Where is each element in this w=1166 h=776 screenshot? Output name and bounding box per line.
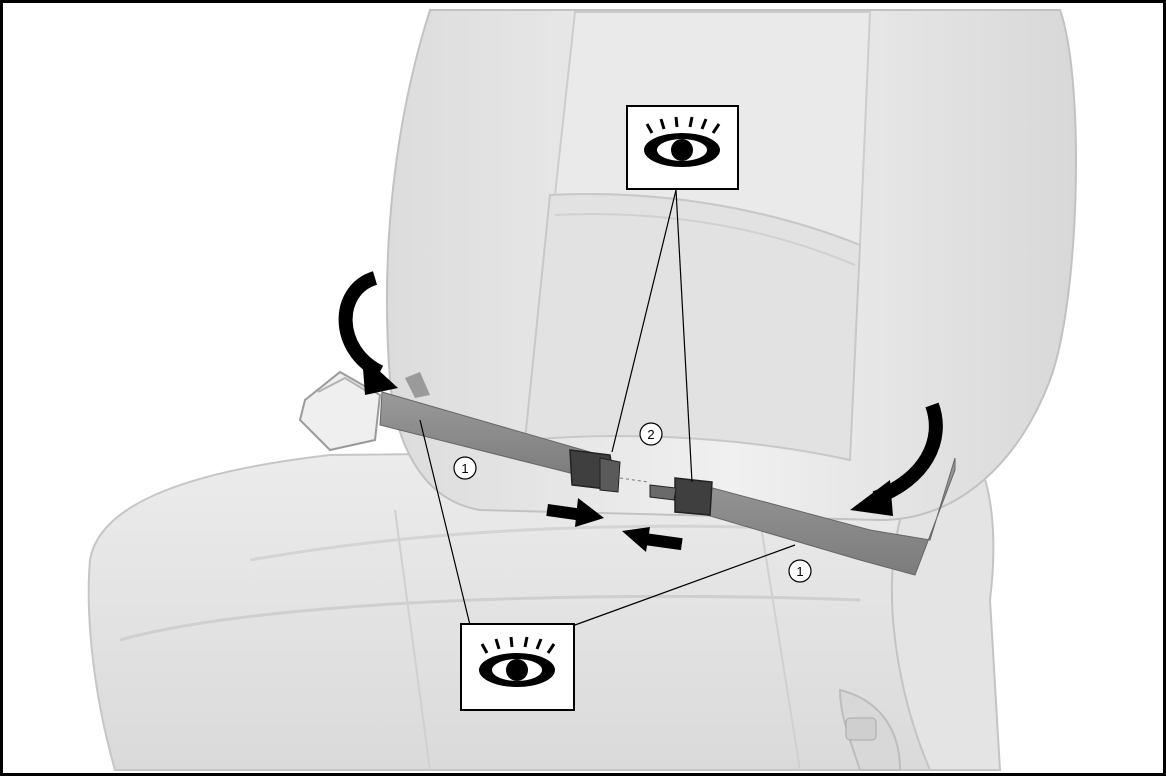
svg-text:1: 1 (796, 564, 803, 579)
svg-text:2: 2 (647, 427, 654, 442)
eye-inspect-icon (461, 624, 574, 710)
svg-text:1: 1 (461, 461, 468, 476)
callout-1-right: 1 (789, 560, 811, 582)
callout-1-left: 1 (454, 457, 476, 479)
eye-inspect-icon (627, 106, 738, 189)
callout-2: 2 (640, 423, 662, 445)
